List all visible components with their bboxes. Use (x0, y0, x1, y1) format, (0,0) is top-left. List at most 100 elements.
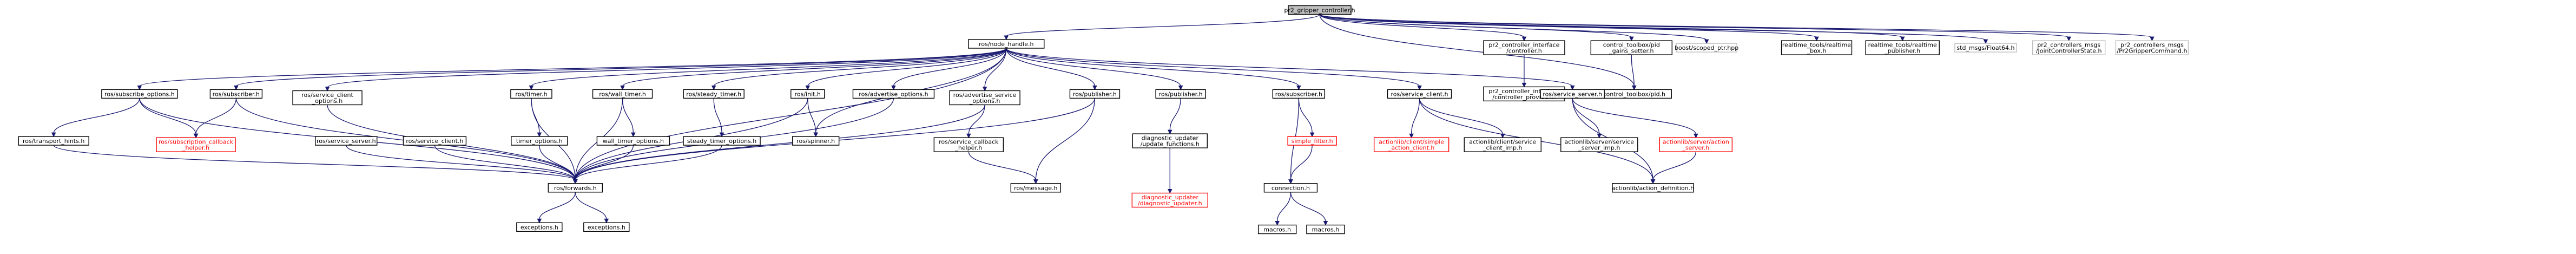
node-exceptions2[interactable]: exceptions.h (583, 222, 630, 232)
node-box (315, 136, 378, 146)
node-box (683, 89, 745, 99)
node-pci[interactable]: pr2_controller_interface/controller.h (1483, 40, 1565, 55)
node-label: connection.h (1271, 185, 1310, 192)
edge-line (622, 48, 1007, 87)
node-sub_cb_helper[interactable]: ros/subscription_callback_helper.h (156, 137, 236, 152)
edge-arrowhead (325, 86, 330, 92)
edge-adv_svc_opts-to-svc_cb_helper (966, 105, 985, 139)
node-float64[interactable]: std_msgs/Float64.h (1954, 43, 2017, 53)
node-rt_box[interactable]: realtime_tools/realtime_box.h (1781, 40, 1853, 55)
edge-node_handle-to-svc_server (1006, 48, 1575, 90)
edge-line (984, 48, 1007, 88)
node-timer_opts[interactable]: timer_options.h (511, 136, 568, 146)
node-exceptions1[interactable]: exceptions.h (516, 222, 563, 232)
node-diag_funcs[interactable]: diagnostic_updater/update_functions.h (1132, 133, 1208, 148)
node-label: exceptions.h (521, 224, 558, 231)
node-label: _box.h (1807, 48, 1827, 55)
node-subscriber[interactable]: ros/subscriber.h (209, 89, 263, 99)
node-svc_cb_helper[interactable]: ros/service_callback_helper.h (933, 137, 1004, 152)
node-connection[interactable]: connection.h (1263, 183, 1318, 193)
node-spinner[interactable]: ros/spinner.h (792, 136, 840, 146)
node-label: ros/wall_timer.h (599, 90, 646, 97)
edge-arrowhead (1092, 85, 1097, 90)
node-transport_hints[interactable]: ros/transport_hints.h (18, 136, 89, 146)
node-publisher[interactable]: ros/publisher.h (1069, 89, 1121, 99)
node-al_simple[interactable]: actionlib/client/simple_action_client.h (1373, 137, 1450, 152)
edge-line (1006, 48, 1299, 87)
edge-arrowhead (137, 85, 142, 90)
node-pub_h[interactable]: ros/publisher.h (1155, 89, 1206, 99)
edge-arrowhead (1178, 85, 1183, 90)
edge-line (235, 48, 1007, 87)
edge-arrowhead (537, 132, 542, 138)
edge-arrowhead (1409, 133, 1414, 139)
node-init[interactable]: ros/init.h (790, 89, 825, 99)
node-box (156, 137, 236, 152)
edge-node_handle-to-forwards (572, 48, 1007, 184)
edge-forwards-to-exceptions2 (575, 192, 609, 224)
node-pid_gains[interactable]: control_toolbox/pid_gains_setter.h (1590, 40, 1673, 55)
node-label: boost/scoped_ptr.hpp (1675, 44, 1738, 51)
node-steady_timer[interactable]: ros/steady_timer.h (683, 89, 745, 99)
node-al_client_imp[interactable]: actionlib/client/service_client_imp.h (1464, 137, 1541, 152)
node-wall_timer[interactable]: ros/wall_timer.h (592, 89, 653, 99)
node-sub_opts[interactable]: ros/subscribe_options.h (101, 89, 178, 99)
edge-node_handle-to-svc_client_opts (325, 48, 1007, 92)
edge-line (1572, 98, 1600, 135)
node-macros2[interactable]: macros.h (1306, 224, 1345, 235)
node-jcs[interactable]: pr2_controllers_msgs/JointControllerStat… (2032, 40, 2106, 55)
node-node_handle[interactable]: ros/node_handle.h (968, 39, 1045, 49)
node-label: diagnostic_updater (1142, 135, 1199, 142)
node-steady_timer_opts[interactable]: steady_timer_options.h (683, 136, 761, 146)
node-timer[interactable]: ros/timer.h (510, 89, 552, 99)
node-root[interactable]: pr2_gripper_controller.h (1284, 5, 1355, 15)
node-rt_pub[interactable]: realtime_tools/realtime_publisher.h (1865, 40, 1940, 55)
node-subscriber2[interactable]: ros/subscriber.h (1272, 89, 1326, 99)
node-macros1[interactable]: macros.h (1257, 224, 1297, 235)
edge-arrowhead (711, 85, 716, 90)
edge-arrowhead (620, 85, 625, 90)
node-box (101, 89, 178, 99)
node-al_def[interactable]: actionlib/action_definition.h (1612, 183, 1694, 193)
node-al_server_imp[interactable]: actionlib/server/service_server_imp.h (1560, 137, 1638, 152)
node-gripcmd[interactable]: pr2_controllers_msgs/Pr2GripperCommand.h (2115, 40, 2189, 55)
node-svc_server_h[interactable]: ros/service_server.h (315, 136, 378, 146)
node-label: realtime_tools/realtime (1868, 42, 1937, 49)
edge-arrowhead (1004, 35, 1009, 41)
node-svc_client_h[interactable]: ros/service_client.h (403, 136, 467, 146)
edge-line (1652, 152, 1696, 180)
node-box (1010, 183, 1062, 193)
node-box (548, 183, 603, 193)
node-label: pr2_controllers_msgs (2120, 42, 2184, 49)
node-box (1540, 89, 1605, 99)
node-box (1306, 224, 1345, 235)
edge-forwards-to-exceptions1 (537, 192, 576, 224)
node-al_action_server[interactable]: actionlib/server/action_server.h (1659, 137, 1733, 152)
edge-arrowhead (529, 85, 534, 90)
node-label: _client_imp.h (1483, 145, 1522, 152)
edge-arrowhead (1650, 179, 1656, 184)
node-box (1288, 5, 1352, 15)
node-forwards[interactable]: ros/forwards.h (548, 183, 603, 193)
node-message[interactable]: ros/message.h (1010, 183, 1062, 193)
node-svc_client_opts[interactable]: ros/service_client_options.h (292, 90, 363, 106)
edge-arrowhead (1570, 85, 1575, 90)
node-wall_timer_opts[interactable]: wall_timer_options.h (596, 136, 670, 146)
node-label: ros/steady_timer.h (686, 90, 741, 97)
edge-init-to-spinner (807, 98, 818, 138)
edge-diag_funcs-to-diag_updater (1167, 148, 1172, 194)
node-adv_svc_opts[interactable]: ros/advertise_service_options.h (949, 90, 1020, 106)
node-diag_updater[interactable]: diagnostic_updater/diagnostic_updater.h (1131, 192, 1208, 208)
node-adv_opts[interactable]: ros/advertise_options.h (852, 89, 935, 99)
edge-line (139, 98, 196, 135)
node-box (1464, 137, 1541, 152)
node-svc_server[interactable]: ros/service_server.h (1540, 89, 1605, 99)
node-pid[interactable]: control_toolbox/pid.h (1596, 89, 1672, 99)
node-layer: pr2_gripper_controller.h ros/node_handle.… (18, 5, 2189, 235)
edge-arrowhead (1296, 85, 1301, 90)
node-label: _options.h (312, 97, 343, 105)
node-simple_filter[interactable]: simple_filter.h (1287, 136, 1337, 146)
node-scoped_ptr[interactable]: boost/scoped_ptr.hpp (1675, 43, 1738, 53)
edge-line (893, 48, 1007, 87)
node-svc_client[interactable]: ros/service_client.h (1387, 89, 1452, 99)
